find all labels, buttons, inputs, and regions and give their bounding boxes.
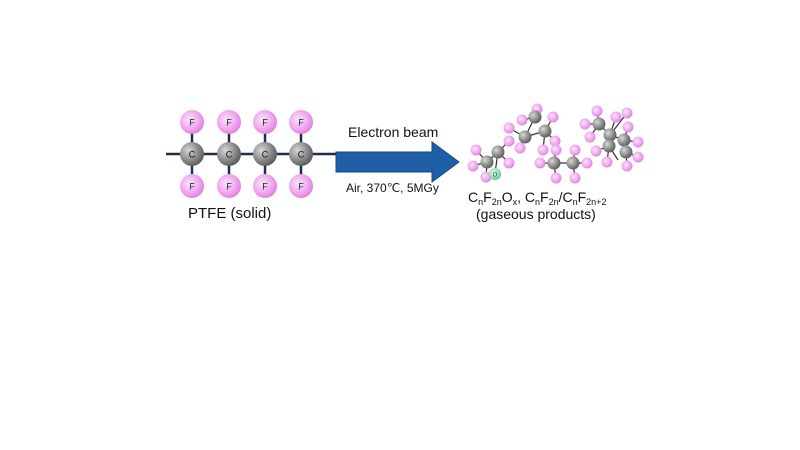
carbon-atom: C [217,142,241,166]
fluorine-atom: F [217,110,241,134]
svg-text:F: F [189,118,195,128]
formula-text: C [468,189,479,205]
formula-text: F [577,189,587,205]
reaction-arrow [335,141,460,183]
arrow-label-bottom: Air, 370℃, 5MGy [346,181,439,195]
product-molecule-large-fluorocarbon [579,105,644,172]
fluorine-atom: F [289,174,313,198]
carbon-atom: C [180,142,204,166]
formula-subscript: n [478,197,484,207]
fluorine-atom: F [253,174,277,198]
formula-subscript: n [572,197,578,207]
oxygen-atom [489,168,501,180]
svg-text:C: C [189,150,196,160]
svg-text:C: C [262,150,269,160]
formula-text: F [483,189,492,205]
svg-text:F: F [226,118,232,128]
svg-text:F: F [189,182,195,192]
fluorine-atom: F [253,110,277,134]
product-molecule-fluorocarbon [503,103,561,156]
svg-text:C: C [298,150,305,160]
carbon-atom: C [289,142,313,166]
arrow-label-top: Electron beam [348,124,439,140]
products-label: (gaseous products) [476,206,596,222]
fluorine-atom: F [180,174,204,198]
reactant-label: PTFE (solid) [188,205,272,222]
svg-text:C: C [226,150,233,160]
product-molecule-oxyfluoride: O [467,135,515,183]
fluorine-atom: F [217,174,241,198]
svg-text:F: F [298,118,304,128]
formula-text: O [501,189,513,205]
ptfe-chain: F F F F C C C C F F F F [166,110,336,198]
formula-subscript: 2n [548,197,559,207]
fluorine-atom: F [289,110,313,134]
fluorine-atom: F [180,110,204,134]
carbon-atom: C [253,142,277,166]
svg-text:F: F [226,182,232,192]
formula-text: , C [517,189,535,205]
formula-text: F [540,189,549,205]
oxygen-label: O [493,173,498,179]
product-molecule-perfluoroalkane [534,144,593,184]
formula-subscript: 2n+2 [586,197,607,207]
formula-subscript: 2n [491,197,502,207]
svg-text:F: F [262,118,268,128]
formula-text: /C [558,189,573,205]
formula-subscript: x [512,197,518,207]
svg-text:F: F [298,182,304,192]
product-formula: CnF2nOx, CnF2n/CnF2n+2 [468,189,606,207]
svg-text:F: F [262,182,268,192]
formula-subscript: n [535,197,541,207]
